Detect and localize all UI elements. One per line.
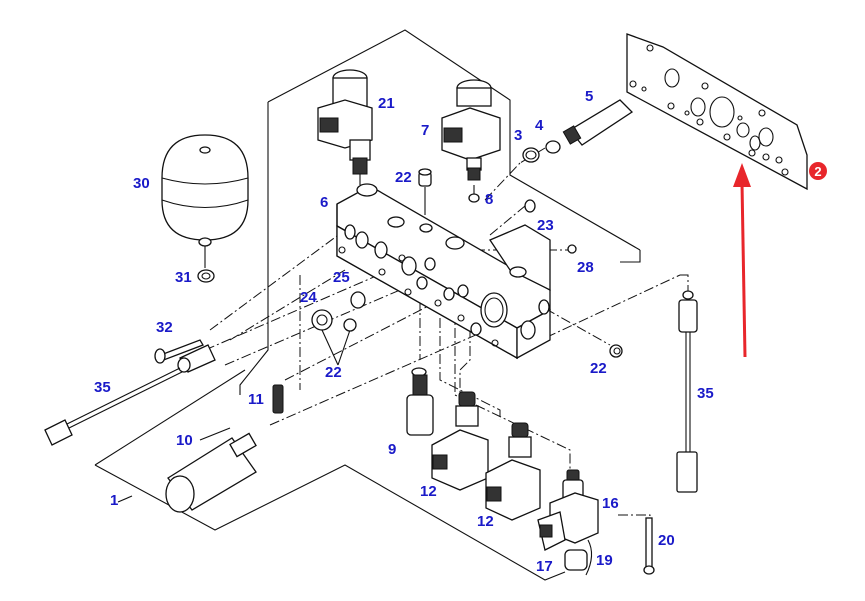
callout-24: 24 bbox=[300, 289, 317, 306]
callout-6: 6 bbox=[320, 194, 328, 211]
connector-17[interactable] bbox=[564, 549, 588, 571]
part-number-badge[interactable]: 2 bbox=[809, 162, 827, 180]
pressure-valve-5[interactable] bbox=[562, 99, 634, 146]
callout-20: 20 bbox=[658, 532, 675, 549]
callout-19: 19 bbox=[596, 552, 613, 569]
callout-17: 17 bbox=[536, 558, 553, 575]
callout-12-right: 12 bbox=[477, 513, 494, 530]
callout-25: 25 bbox=[333, 269, 350, 286]
solenoid-valve-21[interactable] bbox=[317, 69, 373, 185]
callout-9: 9 bbox=[388, 441, 396, 458]
gasket-plate[interactable] bbox=[626, 33, 808, 191]
solenoid-valve-12-right[interactable] bbox=[485, 422, 541, 521]
callout-31: 31 bbox=[175, 269, 192, 286]
pressure-sensor-35-left[interactable] bbox=[44, 344, 216, 446]
seal-4[interactable] bbox=[545, 140, 561, 154]
orifice-8[interactable] bbox=[468, 193, 480, 203]
bolt-32[interactable] bbox=[154, 339, 204, 364]
callout-22-left: 22 bbox=[325, 364, 342, 381]
callout-30: 30 bbox=[133, 175, 150, 192]
solenoid-valve-12-left[interactable] bbox=[431, 391, 489, 491]
cartridge-valve-9[interactable] bbox=[406, 367, 434, 436]
callout-10: 10 bbox=[176, 432, 193, 449]
callout-22-right: 22 bbox=[590, 360, 607, 377]
callout-1: 1 bbox=[110, 492, 118, 509]
callout-3: 3 bbox=[514, 127, 522, 144]
pressure-sensor-35-right[interactable] bbox=[676, 290, 698, 493]
seal-3[interactable] bbox=[522, 147, 540, 163]
callout-8: 8 bbox=[485, 191, 493, 208]
relief-valve-10[interactable] bbox=[165, 432, 257, 513]
callout-28: 28 bbox=[577, 259, 594, 276]
badge-number: 2 bbox=[814, 164, 821, 179]
callout-12-left: 12 bbox=[420, 483, 437, 500]
arrow-up-icon bbox=[733, 163, 751, 187]
callout-22-top: 22 bbox=[395, 169, 412, 186]
callout-5: 5 bbox=[585, 88, 593, 105]
callout-35-left: 35 bbox=[94, 379, 111, 396]
plug-24[interactable] bbox=[311, 309, 333, 331]
callout-23: 23 bbox=[537, 217, 554, 234]
bolt-20[interactable] bbox=[643, 517, 655, 575]
check-valve-11[interactable] bbox=[272, 384, 284, 414]
callout-labels: 1 3 4 5 6 7 8 9 10 11 12 12 16 17 19 20 … bbox=[94, 88, 714, 575]
plug-22-top[interactable] bbox=[418, 168, 432, 187]
accumulator-30[interactable] bbox=[161, 134, 249, 283]
callout-11: 11 bbox=[248, 391, 264, 408]
wire-19[interactable] bbox=[585, 539, 593, 576]
seal-23[interactable] bbox=[524, 199, 536, 213]
seal-28[interactable] bbox=[567, 244, 577, 254]
callout-16: 16 bbox=[602, 495, 619, 512]
proportional-valve-16[interactable] bbox=[537, 469, 599, 551]
callout-32: 32 bbox=[156, 319, 173, 336]
solenoid-valve-7[interactable] bbox=[441, 79, 501, 181]
callout-7: 7 bbox=[421, 122, 429, 139]
callout-21: 21 bbox=[378, 95, 395, 112]
plug-22-right[interactable] bbox=[609, 344, 623, 358]
highlight-arrow bbox=[733, 163, 751, 358]
callout-35-right: 35 bbox=[697, 385, 714, 402]
plug-22-left[interactable] bbox=[343, 318, 357, 332]
callout-4: 4 bbox=[535, 117, 544, 134]
valve-block-6[interactable] bbox=[336, 183, 551, 360]
seal-25[interactable] bbox=[350, 291, 366, 309]
